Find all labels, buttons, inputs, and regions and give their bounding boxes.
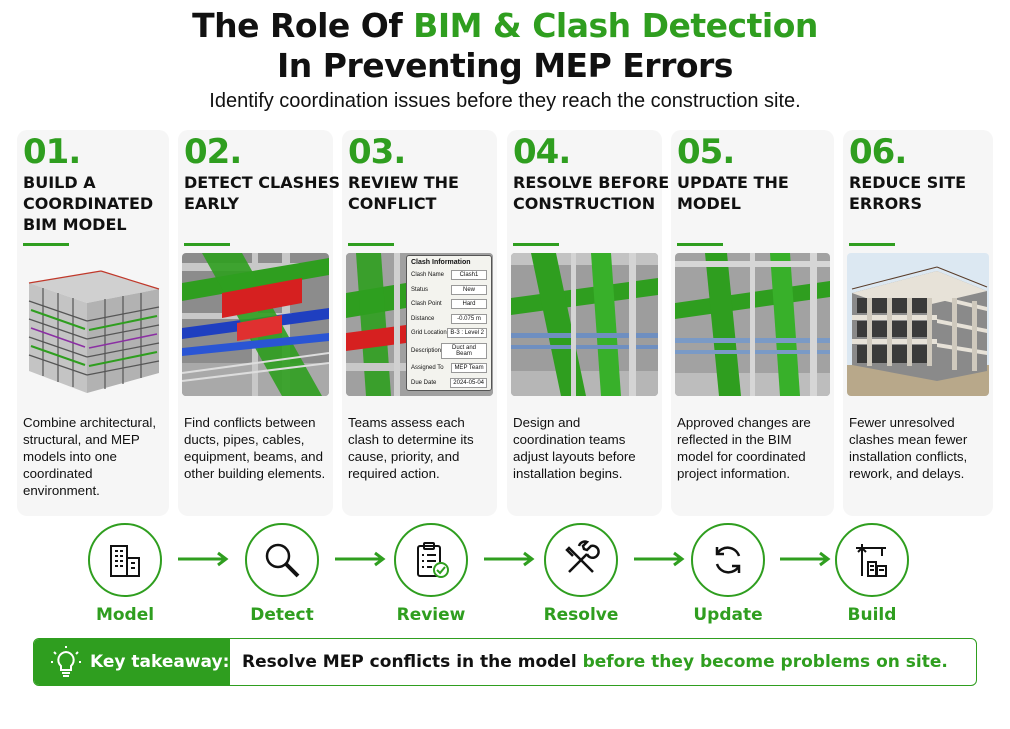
step-label: Update xyxy=(693,605,763,625)
bim-building-model-image xyxy=(21,253,165,396)
resolved-ducts-image xyxy=(511,253,658,396)
step-label: Resolve xyxy=(543,605,619,625)
clash-info-key: Clash Point xyxy=(411,301,442,307)
key-takeaway-box: Key takeaway: Resolve MEP conflicts in t… xyxy=(33,638,977,686)
clash-info-value: Clash1 xyxy=(451,270,487,280)
card-build-model: 01. BUILD A COORDINATED BIM MODEL xyxy=(17,130,169,516)
arrow-right-icon xyxy=(335,551,386,567)
message-highlight: before they become problems on site. xyxy=(582,652,948,672)
card-divider xyxy=(513,243,559,246)
arrow-right-icon xyxy=(178,551,229,567)
page-title: The Role Of BIM & Clash Detection In Pre… xyxy=(0,6,1010,86)
clash-info-key: Grid Location xyxy=(411,330,447,336)
card-divider xyxy=(184,243,230,246)
clash-info-value: B-3 : Level 2 xyxy=(447,328,487,338)
clash-info-row: Clash Name Clash1 xyxy=(411,270,487,280)
clash-info-title: Clash Information xyxy=(411,259,471,266)
clash-info-row: Due Date 2024-05-04 xyxy=(411,377,487,388)
card-heading: UPDATE THE MODEL xyxy=(677,173,789,213)
clash-info-value: Duct and Beam xyxy=(441,342,487,359)
step-review: Review xyxy=(371,523,491,625)
arrow-right-icon xyxy=(484,551,535,567)
lightbulb-icon xyxy=(51,646,81,677)
step-model: Model xyxy=(65,523,185,625)
arrow-right-icon xyxy=(780,551,831,567)
clash-info-key: Description xyxy=(411,347,442,354)
clash-info-value: -0.075 m xyxy=(451,313,487,324)
card-heading: DETECT CLASHES EARLY xyxy=(184,173,340,213)
clash-info-value: Hard xyxy=(451,299,487,309)
card-reduce-errors: 06. REDUCE SITE ERRORS xyxy=(843,130,993,516)
buildings-icon xyxy=(88,523,162,597)
clash-info-row: Status New xyxy=(411,284,487,295)
step-update: Update xyxy=(668,523,788,625)
step-detect: Detect xyxy=(222,523,342,625)
updated-model-image xyxy=(675,253,830,396)
clash-info-value: MEP Team xyxy=(451,363,487,373)
card-number: 02. xyxy=(184,132,242,172)
key-takeaway-message: Resolve MEP conflicts in the model befor… xyxy=(242,652,948,672)
clash-info-key: Status xyxy=(411,286,429,293)
process-flow: Model Detect Review Resolve xyxy=(0,523,1010,633)
card-description: Fewer unresolved clashes mean fewer inst… xyxy=(849,415,968,481)
clash-info-key: Clash Name xyxy=(411,272,445,278)
key-takeaway-tag: Key takeaway: xyxy=(34,639,230,685)
card-description: Teams assess each clash to determine its… xyxy=(348,415,474,481)
clash-info-key: Assigned To xyxy=(411,365,444,371)
card-review-conflict: 03. REVIEW THE CONFLICT Clash Informatio… xyxy=(342,130,497,516)
card-divider xyxy=(677,243,723,246)
title-prefix: The Role Of xyxy=(192,6,414,45)
clash-info-key: Distance xyxy=(411,315,435,322)
card-description: Approved changes are reflected in the BI… xyxy=(677,415,811,481)
step-label: Detect xyxy=(250,605,314,625)
card-divider xyxy=(348,243,394,246)
clash-info-row: Clash Point Hard xyxy=(411,299,487,309)
clipboard-check-icon xyxy=(394,523,468,597)
clash-info-value: New xyxy=(451,284,487,295)
card-description: Combine architectural, structural, and M… xyxy=(23,415,157,498)
title-line2: In Preventing MEP Errors xyxy=(277,46,733,85)
card-description: Design and coordination teams adjust lay… xyxy=(513,415,636,481)
card-description: Find conflicts between ducts, pipes, cab… xyxy=(184,415,326,481)
magnifier-icon xyxy=(245,523,319,597)
clash-ducts-pipes-image xyxy=(182,253,329,396)
card-divider xyxy=(23,243,69,246)
step-label: Model xyxy=(95,605,155,625)
step-cards: 01. BUILD A COORDINATED BIM MODEL xyxy=(17,130,993,516)
clash-info-row: Assigned To MEP Team xyxy=(411,363,487,373)
arrow-right-icon xyxy=(634,551,685,567)
subtitle: Identify coordination issues before they… xyxy=(209,90,801,112)
card-divider xyxy=(849,243,895,246)
card-number: 05. xyxy=(677,132,735,172)
card-heading: REDUCE SITE ERRORS xyxy=(849,173,967,213)
construction-site-image xyxy=(847,253,989,396)
step-label: Build xyxy=(847,605,897,625)
card-number: 04. xyxy=(513,132,571,172)
crane-icon xyxy=(835,523,909,597)
refresh-icon xyxy=(691,523,765,597)
card-update-model: 05. UPDATE THE MODEL Approved changes ar… xyxy=(671,130,834,516)
step-resolve: Resolve xyxy=(521,523,641,625)
clash-info-key: Due Date xyxy=(411,379,437,386)
card-heading: BUILD A COORDINATED BIM MODEL xyxy=(23,173,154,234)
card-heading: RESOLVE BEFORE CONSTRUCTION xyxy=(513,173,670,213)
card-heading: REVIEW THE CONFLICT xyxy=(348,173,459,213)
card-number: 03. xyxy=(348,132,406,172)
clash-info-row: Distance -0.075 m xyxy=(411,313,487,324)
key-takeaway-label: Key takeaway: xyxy=(90,652,230,672)
step-label: Review xyxy=(396,605,466,625)
title-highlight: BIM & Clash Detection xyxy=(413,6,818,45)
message-prefix: Resolve MEP conflicts in the model xyxy=(242,652,583,672)
card-number: 01. xyxy=(23,132,81,172)
clash-info-value: 2024-05-04 xyxy=(450,377,487,388)
card-detect-clashes: 02. DETECT CLASHES EARLY xyxy=(178,130,340,516)
card-number: 06. xyxy=(849,132,907,172)
step-build: Build xyxy=(812,523,932,625)
card-resolve: 04. RESOLVE BEFORE CONSTRUCTION Design a… xyxy=(507,130,669,516)
wrench-screwdriver-icon xyxy=(544,523,618,597)
